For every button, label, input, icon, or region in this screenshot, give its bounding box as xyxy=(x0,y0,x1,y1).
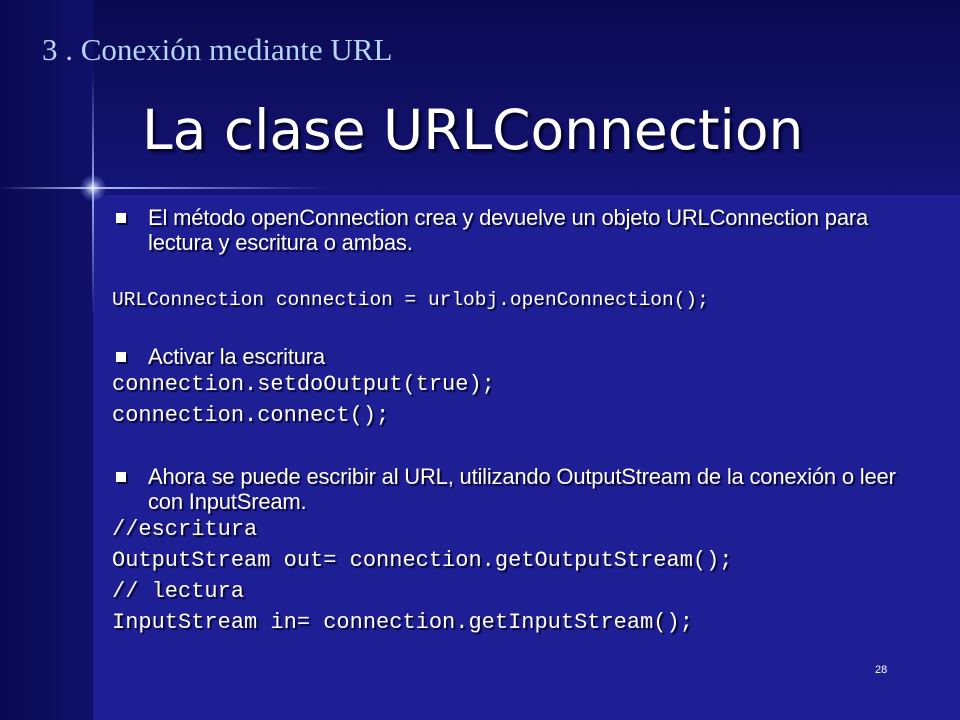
slide-title: La clase URLConnection xyxy=(142,98,804,162)
section-title: 3 . Conexión mediante URL xyxy=(42,32,393,67)
bullet-item: Activar la escritura xyxy=(112,344,912,369)
square-bullet-icon xyxy=(116,213,126,223)
slide-number: 28 xyxy=(875,664,888,676)
light-flare-horizontal xyxy=(0,187,330,189)
code-line: connection.connect(); xyxy=(112,403,390,428)
code-line: connection.setdoOutput(true); xyxy=(112,372,495,397)
code-line: URLConnection connection = urlobj.openCo… xyxy=(112,289,709,311)
bullet-text: El método openConnection crea y devuelve… xyxy=(148,205,869,255)
bullet-text: Activar la escritura xyxy=(148,344,325,369)
code-line: //escritura xyxy=(112,517,258,542)
code-line: OutputStream out= connection.getOutputSt… xyxy=(112,548,733,573)
content-panel xyxy=(93,195,960,720)
bullet-text: Ahora se puede escribir al URL, utilizan… xyxy=(148,464,896,514)
bullet-item: Ahora se puede escribir al URL, utilizan… xyxy=(112,464,912,514)
code-line: // lectura xyxy=(112,579,245,604)
square-bullet-icon xyxy=(116,472,126,482)
light-flare-glow xyxy=(80,175,106,201)
header-band xyxy=(0,0,960,195)
code-line: InputStream in= connection.getInputStrea… xyxy=(112,610,693,635)
slide-body: El método openConnection crea y devuelve… xyxy=(112,205,912,638)
square-bullet-icon xyxy=(116,352,126,362)
left-band xyxy=(0,0,93,720)
bullet-item: El método openConnection crea y devuelve… xyxy=(112,205,912,255)
